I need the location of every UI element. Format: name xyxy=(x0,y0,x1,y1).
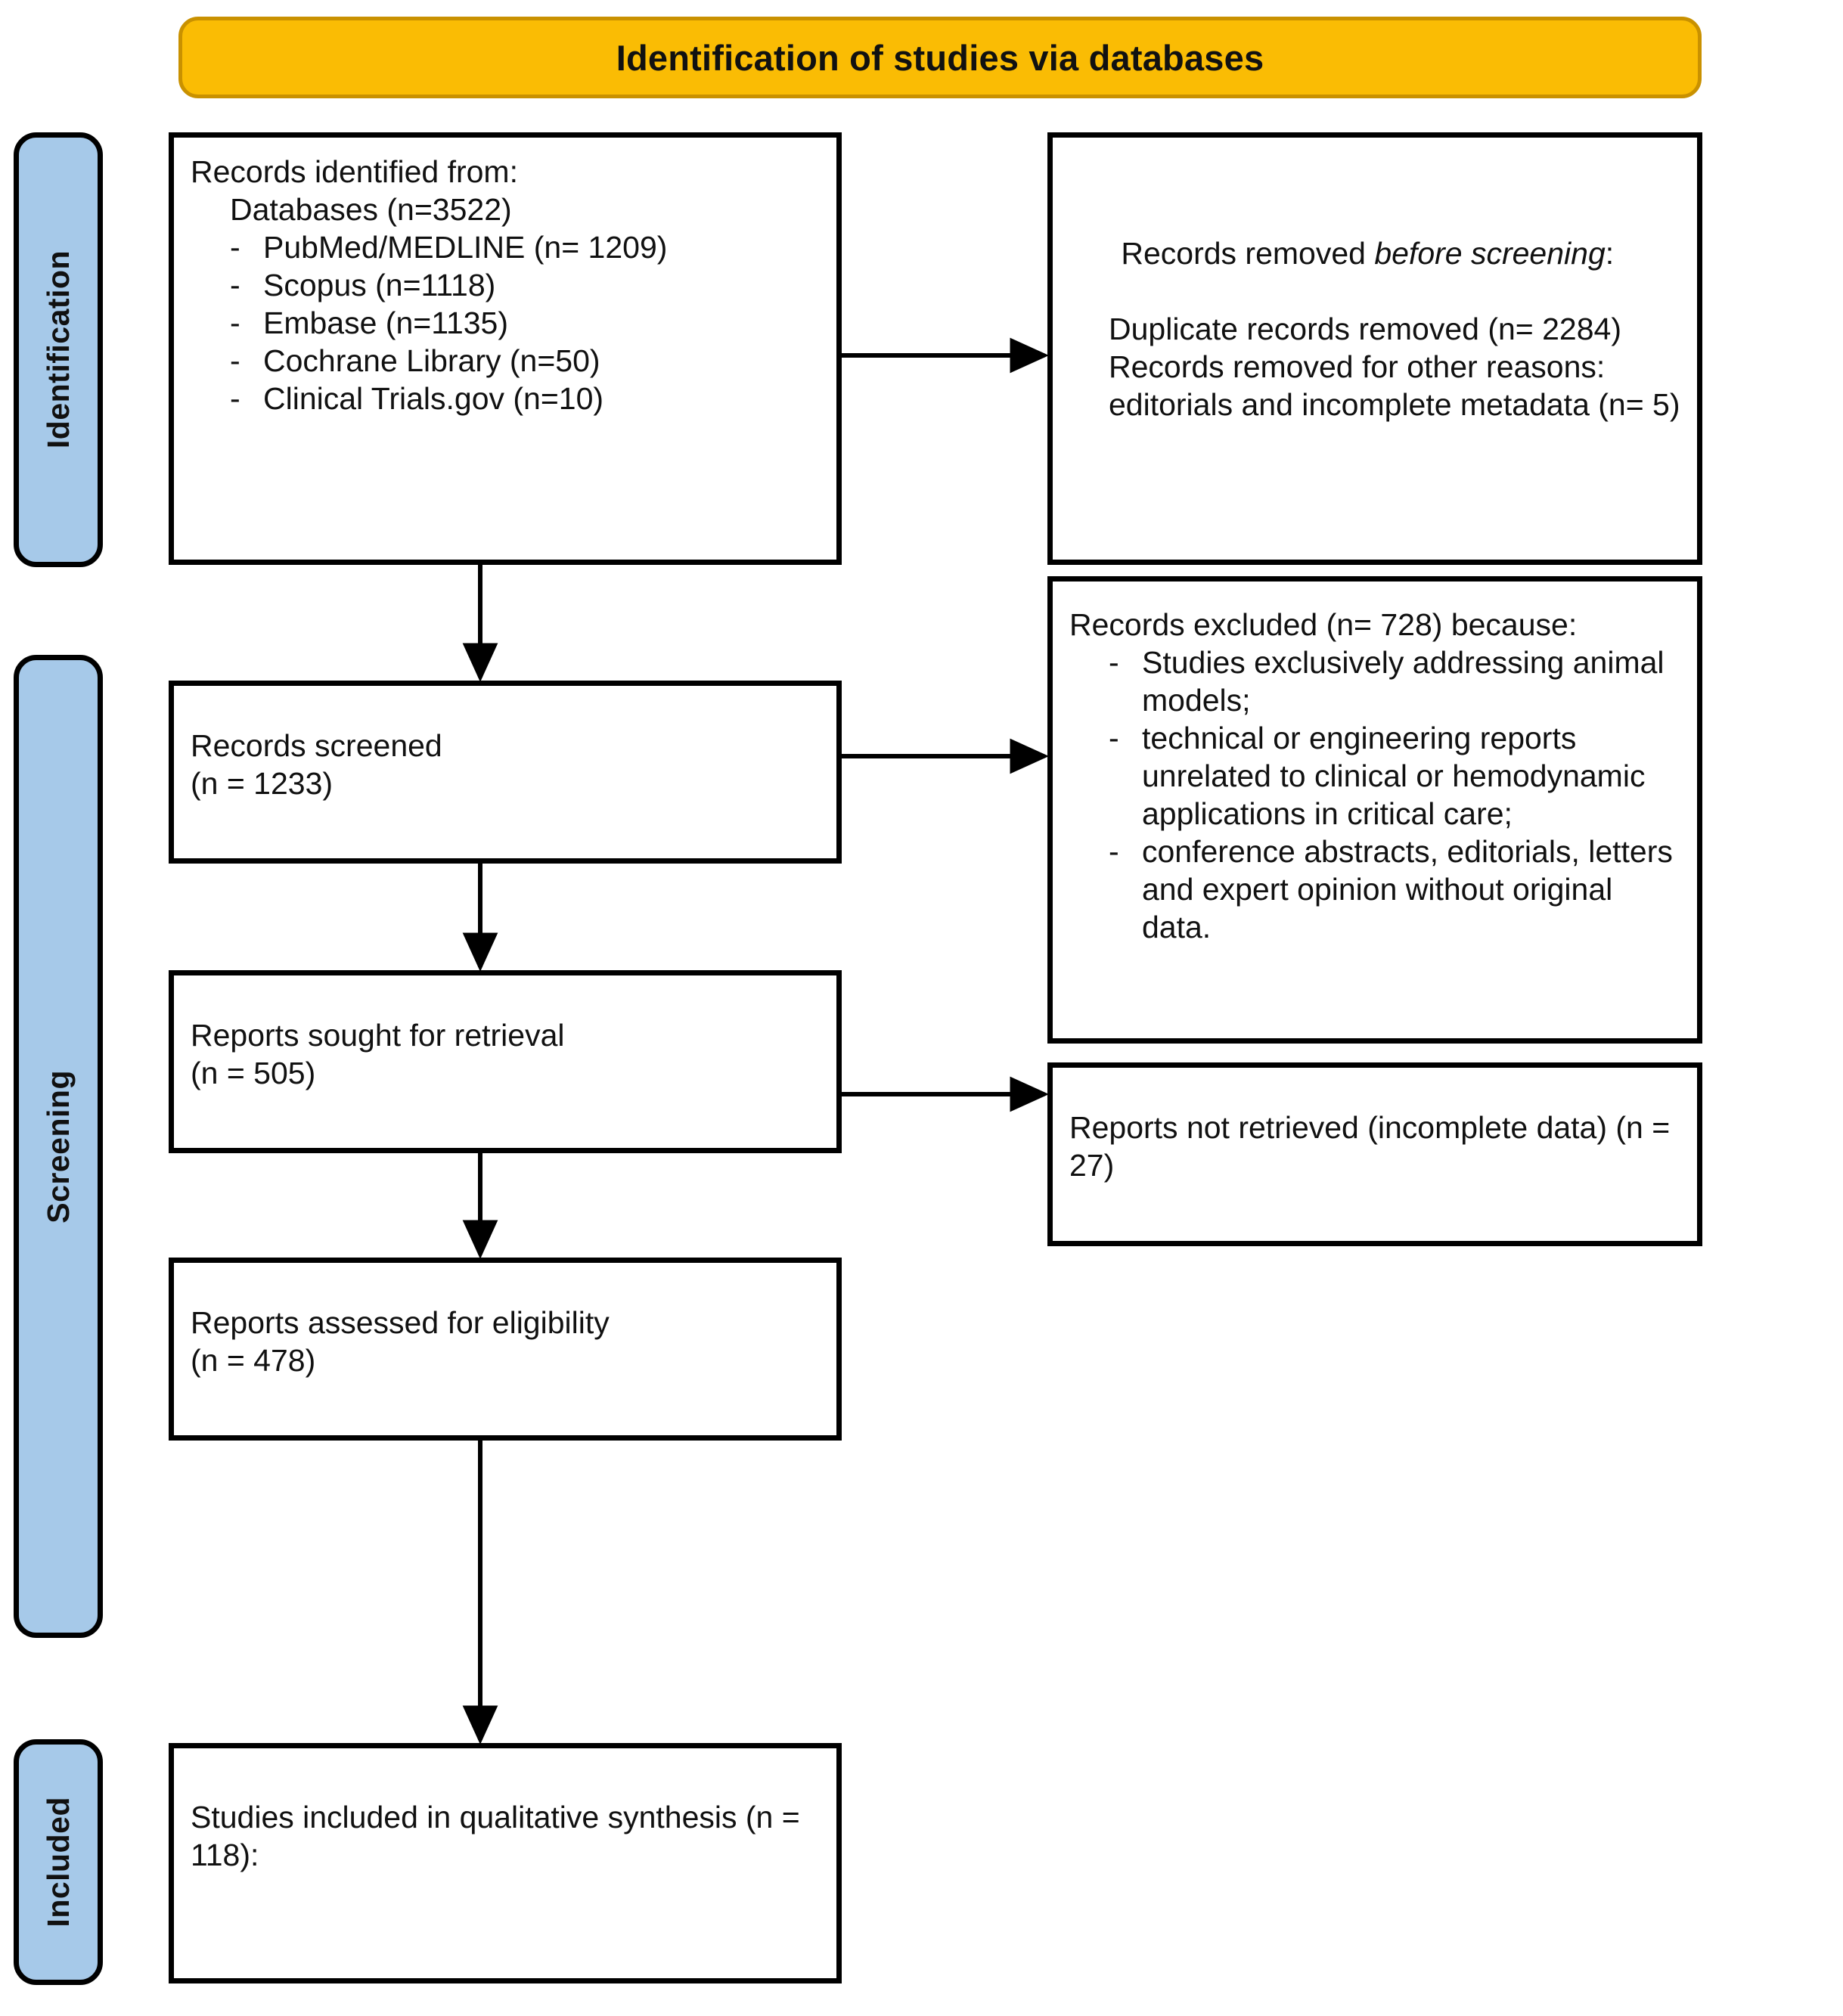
records-removed-title-suffix: : xyxy=(1605,236,1615,271)
records-excluded-title: Records excluded (n= 728) because: xyxy=(1069,607,1578,642)
box-records-identified: Records identified from: Databases (n=35… xyxy=(169,132,842,565)
list-item: - Embase (n=1135) xyxy=(191,304,820,342)
box-reports-assessed-for-eligibility: Reports assessed for eligibility (n = 47… xyxy=(169,1258,842,1441)
records-identified-source-list: - PubMed/MEDLINE (n= 1209) - Scopus (n=1… xyxy=(191,228,820,417)
reports-sought-label: Reports sought for retrieval xyxy=(191,1018,565,1053)
phase-bar-screening: Screening xyxy=(14,655,103,1638)
records-removed-title: Records removed before screening: xyxy=(1069,197,1680,310)
bullet-dash: - xyxy=(230,230,240,265)
records-removed-title-prefix: Records removed xyxy=(1121,236,1375,271)
reports-sought-count: (n = 505) xyxy=(191,1056,316,1091)
list-item: - conference abstracts, editorials, lett… xyxy=(1069,833,1680,946)
reports-assessed-label: Reports assessed for eligibility xyxy=(191,1305,610,1340)
records-screened-label: Records screened xyxy=(191,728,442,763)
source-label: Clinical Trials.gov (n=10) xyxy=(263,381,604,417)
exclusion-reason: conference abstracts, editorials, letter… xyxy=(1142,834,1673,945)
list-item: - Scopus (n=1118) xyxy=(191,266,820,304)
duplicate-records-removed-line: Duplicate records removed (n= 2284) xyxy=(1109,312,1621,347)
records-removed-other-reasons-line: Records removed for other reasons: edito… xyxy=(1109,349,1680,423)
box-studies-included: Studies included in qualitative synthesi… xyxy=(169,1743,842,1983)
box-records-screened: Records screened (n = 1233) xyxy=(169,681,842,864)
source-label: PubMed/MEDLINE (n= 1209) xyxy=(263,230,668,265)
bullet-dash: - xyxy=(230,268,240,303)
box-records-removed-before-screening: Records removed before screening: Duplic… xyxy=(1047,132,1702,565)
bullet-dash: - xyxy=(1109,834,1119,870)
source-label: Scopus (n=1118) xyxy=(263,268,496,303)
exclusion-reason: technical or engineering reports unrelat… xyxy=(1142,721,1646,832)
bullet-dash: - xyxy=(230,381,240,417)
bullet-dash: - xyxy=(1109,645,1119,681)
source-label: Embase (n=1135) xyxy=(263,306,509,341)
bullet-dash: - xyxy=(230,306,240,341)
records-removed-title-italic: before screening xyxy=(1374,236,1606,271)
box-reports-sought-for-retrieval: Reports sought for retrieval (n = 505) xyxy=(169,970,842,1153)
phase-header-title: Identification of studies via databases xyxy=(616,37,1264,78)
phase-bar-identification-label: Identification xyxy=(40,250,76,449)
phase-header-identification-banner: Identification of studies via databases xyxy=(178,17,1702,98)
reports-assessed-count: (n = 478) xyxy=(191,1343,316,1379)
bullet-dash: - xyxy=(230,343,240,379)
list-item: - technical or engineering reports unrel… xyxy=(1069,719,1680,833)
phase-bar-included-label: Included xyxy=(40,1797,76,1928)
phase-bar-included: Included xyxy=(14,1739,103,1985)
list-item: - Clinical Trials.gov (n=10) xyxy=(191,380,820,417)
list-item: - PubMed/MEDLINE (n= 1209) xyxy=(191,228,820,266)
exclusion-reason: Studies exclusively addressing animal mo… xyxy=(1142,645,1665,718)
records-identified-title: Records identified from: xyxy=(191,154,518,189)
list-item: - Cochrane Library (n=50) xyxy=(191,342,820,380)
list-item: - Studies exclusively addressing animal … xyxy=(1069,644,1680,719)
box-reports-not-retrieved: Reports not retrieved (incomplete data) … xyxy=(1047,1062,1702,1246)
bullet-dash: - xyxy=(1109,721,1119,756)
studies-included-label: Studies included in qualitative synthesi… xyxy=(191,1800,809,1873)
box-records-excluded: Records excluded (n= 728) because: - Stu… xyxy=(1047,576,1702,1044)
phase-bar-identification: Identification xyxy=(14,132,103,567)
phase-bar-screening-label: Screening xyxy=(40,1069,76,1224)
records-excluded-reason-list: - Studies exclusively addressing animal … xyxy=(1069,644,1680,946)
records-screened-count: (n = 1233) xyxy=(191,766,334,802)
records-identified-subtitle: Databases (n=3522) xyxy=(230,192,512,228)
source-label: Cochrane Library (n=50) xyxy=(263,343,600,379)
reports-not-retrieved-label: Reports not retrieved (incomplete data) … xyxy=(1069,1110,1679,1183)
